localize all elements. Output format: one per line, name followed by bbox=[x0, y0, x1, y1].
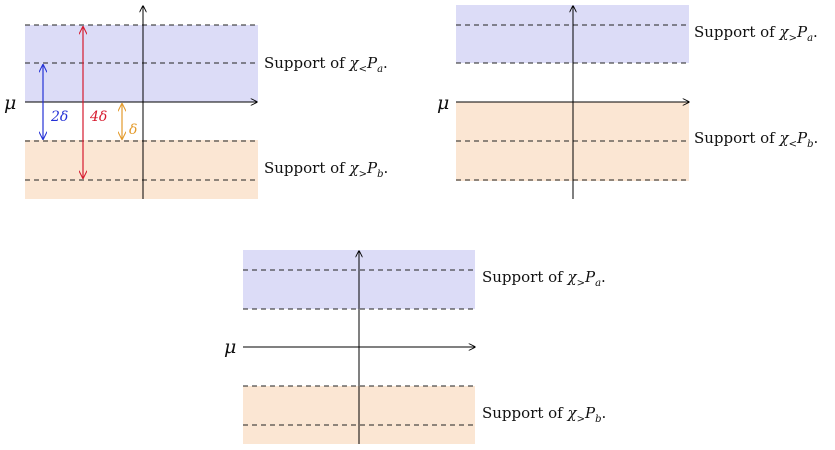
support-label-top: Support of χ<Pa. bbox=[264, 54, 388, 75]
band-b bbox=[25, 140, 258, 199]
panel-3: μ Support of χ>Pa. Support of χ>Pb. bbox=[224, 250, 606, 444]
panel-2: μ Support of χ>Pa. Support of χ<Pb. bbox=[437, 5, 818, 199]
support-label-bottom: Support of χ>Pb. bbox=[264, 159, 388, 180]
panel-1: μ 2δ 4δ δ Support of χ<Pa. Support of χ>… bbox=[4, 6, 388, 199]
mu-label: μ bbox=[4, 92, 16, 114]
label-delta: δ bbox=[129, 122, 137, 138]
label-2delta: 2δ bbox=[50, 109, 68, 125]
support-label-top: Support of χ>Pa. bbox=[482, 268, 606, 289]
support-label-top: Support of χ>Pa. bbox=[694, 23, 818, 44]
support-label-bottom: Support of χ>Pb. bbox=[482, 404, 606, 425]
mu-label: μ bbox=[437, 92, 449, 114]
label-4delta: 4δ bbox=[89, 109, 107, 125]
mu-label: μ bbox=[224, 336, 236, 358]
support-label-bottom: Support of χ<Pb. bbox=[694, 129, 818, 150]
